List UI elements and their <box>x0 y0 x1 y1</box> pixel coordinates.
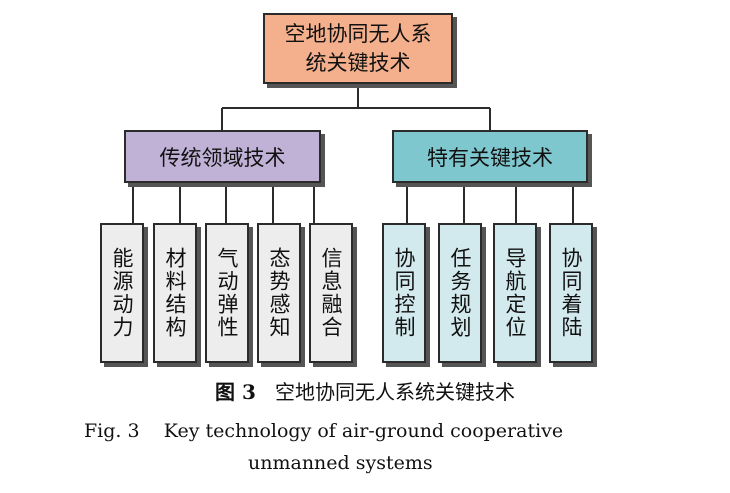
category-traditional-label: 传统领域技术 <box>159 145 286 170</box>
leaf-aeroelasticity: 气动弹性 <box>205 223 249 363</box>
caption-chinese: 图 3 空地协同无人系统关键技术 <box>0 376 730 405</box>
leaf-information-fusion: 信息融合 <box>309 223 353 363</box>
leaf-cooperative-landing: 协同着陆 <box>549 223 593 363</box>
leaf-navigation-positioning: 导航定位 <box>493 223 537 363</box>
caption-en-label: Fig. 3 <box>84 420 140 442</box>
caption-zh-text: 空地协同无人系统关键技术 <box>274 380 515 404</box>
category-specific: 特有关键技术 <box>392 130 588 183</box>
caption-english-line1: Fig. 3 Key technology of air-ground coop… <box>84 420 563 442</box>
caption-en-text-1: Key technology of air-ground cooperative <box>163 420 564 442</box>
leaf-cooperative-control: 协同控制 <box>382 223 426 363</box>
leaf-label: 材料结构 <box>163 247 187 339</box>
root-node: 空地协同无人系统关键技术 <box>263 13 453 84</box>
caption-english-line2: unmanned systems <box>248 452 433 474</box>
category-traditional: 传统领域技术 <box>124 130 321 183</box>
leaf-label: 能源动力 <box>110 247 134 339</box>
caption-en-text-2: unmanned systems <box>248 452 433 474</box>
leaf-label: 态势感知 <box>267 247 291 339</box>
leaf-material-structure: 材料结构 <box>153 223 197 363</box>
root-label: 空地协同无人系统关键技术 <box>284 21 432 75</box>
leaf-situation-awareness: 态势感知 <box>257 223 301 363</box>
caption-zh-label: 图 3 <box>215 380 256 404</box>
leaf-task-planning: 任务规划 <box>438 223 482 363</box>
leaf-label: 导航定位 <box>503 247 527 339</box>
leaf-label: 协同控制 <box>392 247 416 339</box>
leaf-label: 任务规划 <box>448 247 472 339</box>
leaf-energy-power: 能源动力 <box>100 223 144 363</box>
leaf-label: 协同着陆 <box>559 247 583 339</box>
leaf-label: 气动弹性 <box>215 247 239 339</box>
category-specific-label: 特有关键技术 <box>427 145 553 170</box>
leaf-label: 信息融合 <box>319 247 343 339</box>
